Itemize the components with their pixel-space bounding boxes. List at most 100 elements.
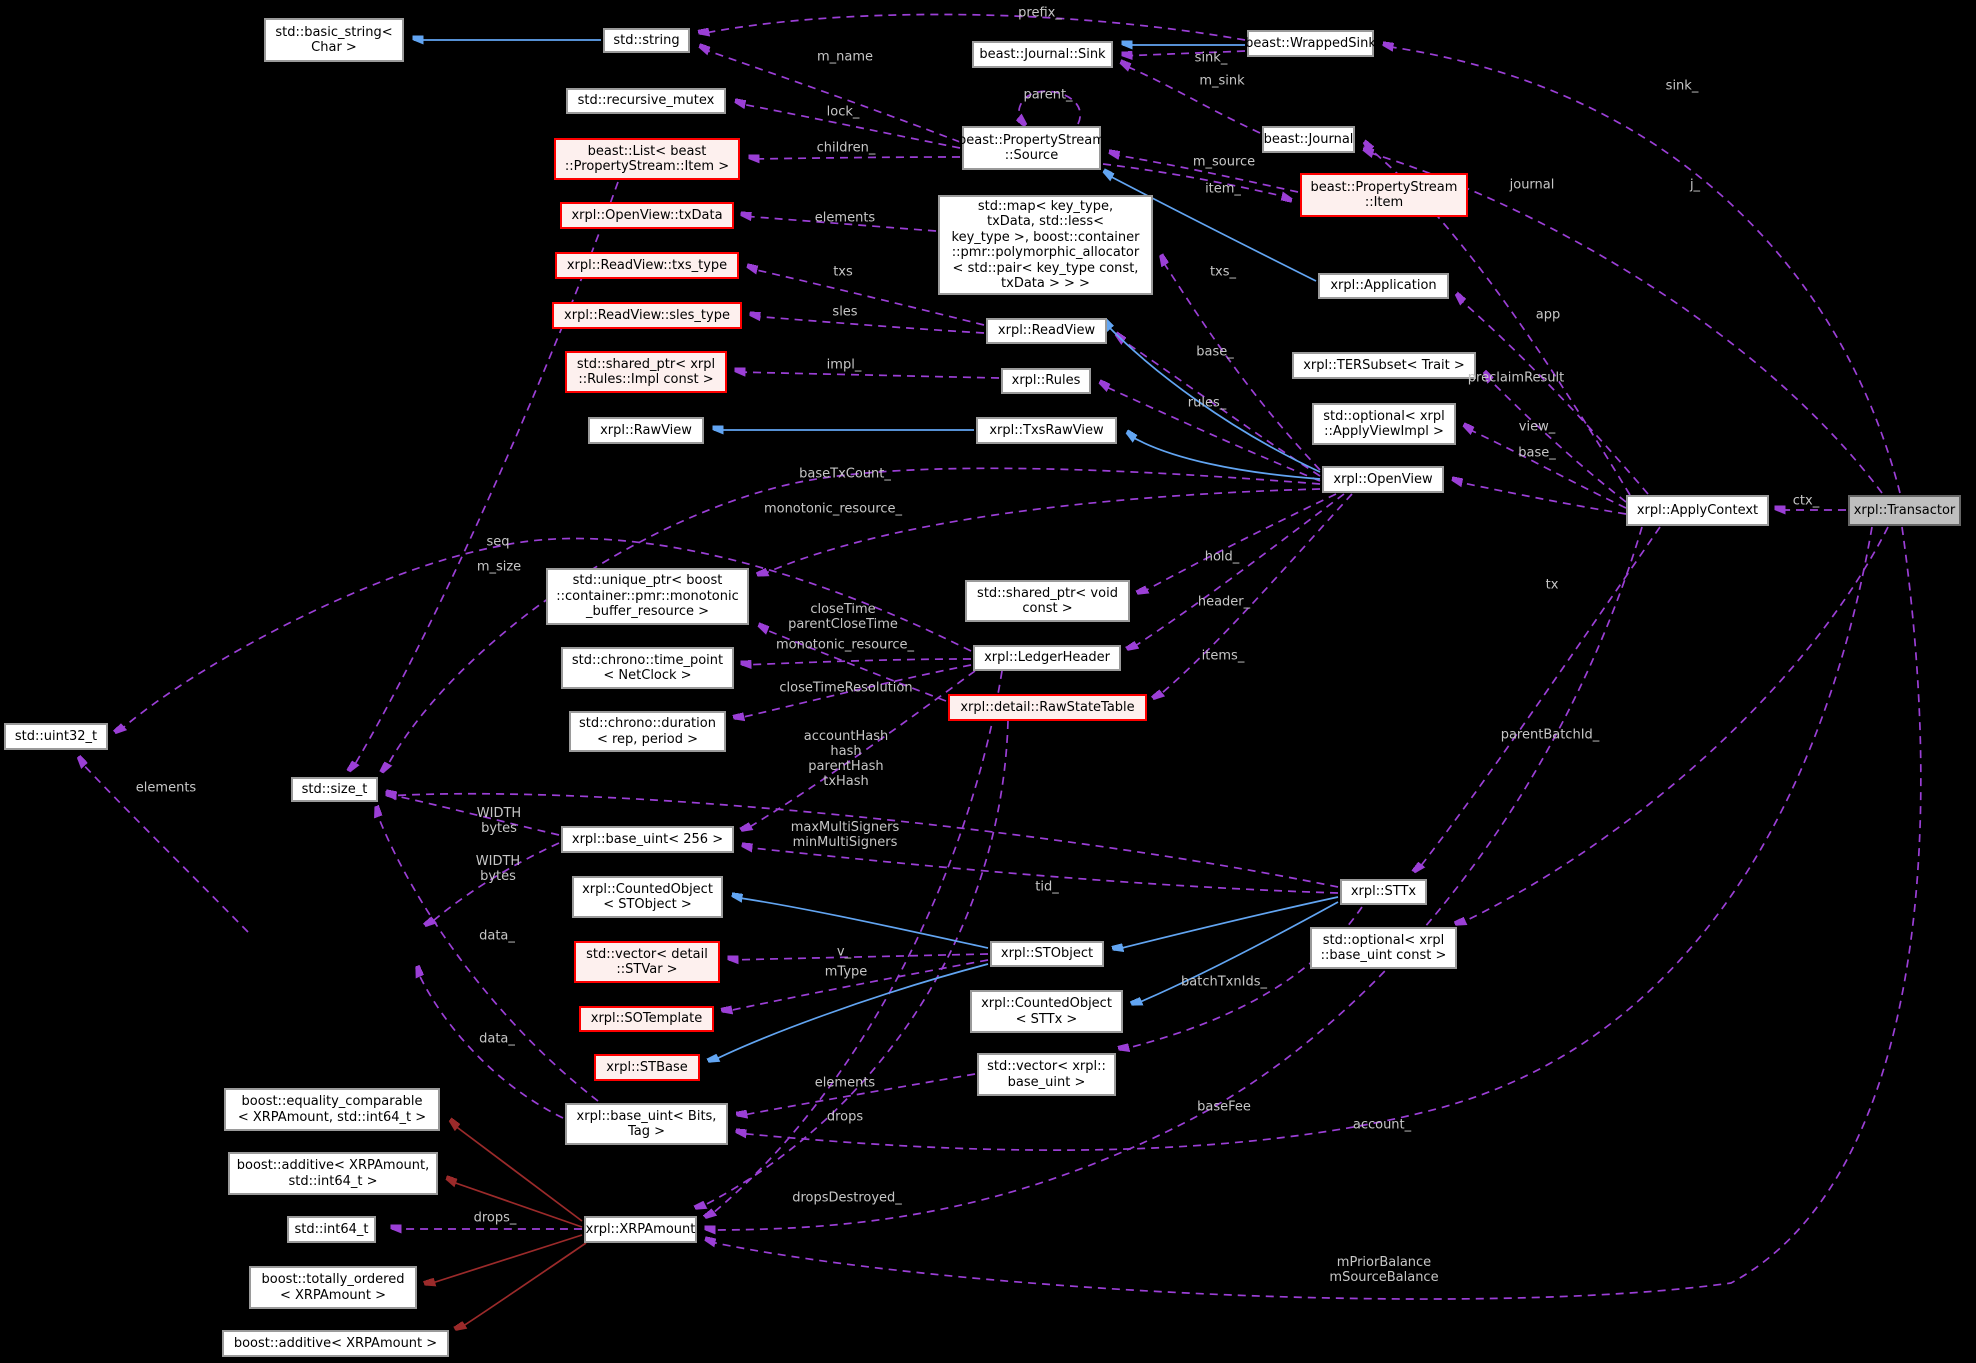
node-unique-ptr-monotonic[interactable]: std::unique_ptr< boost ::container::pmr:… (546, 568, 749, 625)
node-std-recursive-mutex[interactable]: std::recursive_mutex (566, 88, 726, 114)
edge-view (1464, 427, 1627, 509)
node-ledger-header[interactable]: xrpl::LedgerHeader (973, 645, 1121, 671)
node-application[interactable]: xrpl::Application (1318, 273, 1449, 299)
edge-m-sink (1121, 64, 1261, 134)
node-property-stream-source[interactable]: beast::PropertyStream ::Source (958, 126, 1105, 170)
edge-m-prior (706, 526, 1922, 1300)
edge-hold (1139, 493, 1337, 594)
node-xrpamount[interactable]: xrpl::XRPAmount (584, 1216, 697, 1243)
edge-application-source (1104, 173, 1317, 282)
node-stbase[interactable]: xrpl::STBase (594, 1054, 700, 1081)
node-vector-stvar[interactable]: std::vector< detail ::STVar > (574, 941, 720, 983)
node-std-map-txdata[interactable]: std::map< key_type, txData, std::less< k… (938, 195, 1153, 295)
node-shared-ptr-void[interactable]: std::shared_ptr< void const > (965, 580, 1130, 622)
edge-xrp-additive (457, 1242, 587, 1330)
edge-parent-batch (1457, 526, 1889, 925)
edge-openview-readview (1104, 322, 1321, 473)
edge-base2 (1453, 481, 1627, 515)
edge-txs2 (1160, 257, 1321, 471)
node-journal[interactable]: beast::Journal (1262, 126, 1355, 153)
node-readview-sles-type[interactable]: xrpl::ReadView::sles_type (552, 302, 742, 329)
edge-tid (743, 847, 1339, 894)
edge-app (1456, 296, 1649, 495)
node-base-uint-bits[interactable]: xrpl::base_uint< Bits, Tag > (565, 1103, 728, 1145)
edge-header (1129, 493, 1345, 650)
node-size-t[interactable]: std::size_t (291, 777, 378, 802)
edge-m-name (700, 48, 961, 143)
edge-hashes (743, 670, 976, 831)
node-openview[interactable]: xrpl::OpenView (1322, 466, 1444, 493)
node-readview-txs-type[interactable]: xrpl::ReadView::txs_type (555, 252, 739, 279)
node-optional-base-uint[interactable]: std::optional< xrpl ::base_uint const > (1310, 927, 1457, 969)
node-shared-ptr-rules-impl[interactable]: std::shared_ptr< xrpl ::Rules::Impl cons… (565, 351, 727, 393)
edge-xrp-totally-ordered (426, 1234, 583, 1285)
edge-impl (736, 372, 1000, 379)
edge-drops-destroyed (697, 720, 1009, 1209)
node-sttx[interactable]: xrpl::STTx (1340, 879, 1427, 905)
edge-children (750, 157, 961, 159)
edge-mtype (723, 959, 989, 1012)
edge-prefix (700, 13, 1246, 41)
edge-openview-txsrawview (1127, 434, 1321, 480)
edge-xrp-eq-comparable (450, 1122, 583, 1222)
node-totally-ordered[interactable]: boost::totally_ordered < XRPAmount > (249, 1266, 417, 1309)
node-wrappedsink[interactable]: beast::WrappedSink (1245, 30, 1376, 57)
node-base-uint-256[interactable]: xrpl::base_uint< 256 > (561, 826, 734, 853)
node-additive-int64[interactable]: boost::additive< XRPAmount, std::int64_t… (228, 1152, 438, 1195)
edge-sink1 (1123, 50, 1246, 56)
node-openview-txdata[interactable]: xrpl::OpenView::txData (560, 202, 734, 229)
node-additive-xrp[interactable]: boost::additive< XRPAmount > (222, 1330, 449, 1357)
edge-batch (1120, 906, 1363, 1050)
node-beast-list[interactable]: beast::List< beast ::PropertyStream::Ite… (554, 138, 740, 180)
node-time-point[interactable]: std::chrono::time_point < NetClock > (561, 647, 734, 689)
node-std-string[interactable]: std::string (603, 28, 690, 53)
node-uint32[interactable]: std::uint32_t (4, 723, 108, 750)
node-duration[interactable]: std::chrono::duration < rep, period > (569, 711, 726, 752)
edge-drops (707, 670, 1003, 1218)
node-transactor[interactable]: xrpl::Transactor (1848, 495, 1961, 526)
edge-stobject-countedobject (733, 897, 989, 949)
node-stobject[interactable]: xrpl::STObject (990, 941, 1104, 967)
edge-m-size (351, 181, 619, 771)
node-std-basic-string[interactable]: std::basic_string< Char > (264, 18, 404, 62)
node-readview[interactable]: xrpl::ReadView (986, 318, 1107, 344)
edge-item (1102, 163, 1291, 198)
node-rules[interactable]: xrpl::Rules (1001, 368, 1091, 394)
edge-elements-vec (738, 1073, 976, 1116)
edge-sink2 (1384, 46, 1901, 494)
node-applycontext[interactable]: xrpl::ApplyContext (1626, 495, 1769, 526)
node-property-stream-item[interactable]: beast::PropertyStream ::Item (1300, 173, 1468, 217)
edge-sles (751, 316, 985, 334)
edge-txs (748, 268, 985, 326)
edge-width1 (387, 794, 560, 836)
edge-preclaim (1484, 374, 1627, 503)
node-int64[interactable]: std::int64_t (287, 1216, 376, 1243)
node-counted-sttx[interactable]: xrpl::CountedObject < STTx > (970, 990, 1123, 1033)
node-optional-applyviewimpl[interactable]: std::optional< xrpl ::ApplyViewImpl > (1312, 403, 1456, 445)
node-raw-state-table[interactable]: xrpl::detail::RawStateTable (948, 694, 1147, 721)
node-journal-sink[interactable]: beast::Journal::Sink (972, 41, 1113, 68)
edge-v (729, 953, 989, 960)
node-sotemplate[interactable]: xrpl::SOTemplate (579, 1006, 714, 1032)
edge-elements-map (742, 216, 937, 232)
edge-sttx-stobject (1114, 896, 1339, 950)
edge-elements-arr (78, 759, 249, 933)
edge-max-multi (387, 794, 1339, 888)
edge-tx (1416, 526, 1661, 872)
edge-close-time (742, 658, 972, 665)
node-tersubset[interactable]: xrpl::TERSubset< Trait > (1292, 352, 1476, 379)
edge-base-tx-count (384, 467, 1321, 772)
edge-stobject-stbase (710, 963, 989, 1062)
edge-data1 (427, 842, 560, 926)
edge-monotonic2 (759, 627, 947, 702)
node-counted-stobject[interactable]: xrpl::CountedObject < STObject > (572, 876, 723, 918)
node-eq-comparable[interactable]: boost::equality_comparable < XRPAmount, … (224, 1088, 440, 1131)
node-txsrawview[interactable]: xrpl::TxsRawView (976, 417, 1117, 444)
edge-items (1155, 493, 1353, 699)
edge-sttx-countedobject (1133, 901, 1339, 1006)
node-vector-base-uint[interactable]: std::vector< xrpl:: base_uint > (977, 1053, 1116, 1096)
node-rawview[interactable]: xrpl::RawView (588, 417, 704, 444)
edge-base-fee (706, 526, 1643, 1230)
edge-width2 (375, 808, 599, 1102)
